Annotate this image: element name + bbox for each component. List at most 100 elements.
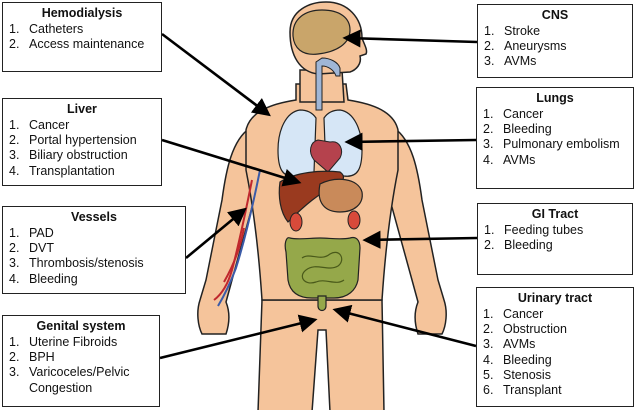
arrows	[159, 29, 478, 360]
item-number: 3.	[9, 256, 20, 271]
item-number: 2.	[9, 350, 20, 365]
list-item: 4. Bleeding	[9, 272, 179, 287]
list-item: 2. BPH	[9, 350, 153, 365]
item-list: 1. Stroke 2.Aneurysms 3. AVMs	[484, 24, 626, 70]
item-list: 1. Feeding tubes 2.Bleeding	[484, 223, 626, 253]
list-item: 3. AVMs	[483, 337, 627, 352]
item-text: Transplant	[503, 383, 562, 398]
list-item: 2.Bleeding	[484, 238, 626, 253]
arrow-lungs	[344, 132, 477, 151]
item-number: 2.	[9, 37, 20, 52]
arm-vessels	[213, 169, 261, 307]
item-number: 3.	[484, 54, 495, 69]
list-item: 1. Cancer	[483, 307, 627, 322]
item-text: AVMs	[503, 337, 536, 352]
item-list: 1. Uterine Fibroids 2. BPH 3. Varicoceles/P…	[9, 335, 153, 396]
item-number: 1.	[484, 223, 495, 237]
box-title: Lungs	[536, 91, 574, 105]
item-text: Bleeding	[503, 122, 552, 137]
genital-system-box: Genital system 1. Uterine Fibroids 2. BPH …	[2, 315, 160, 407]
item-text: Bleeding	[29, 271, 78, 286]
item-number: 2.	[9, 133, 20, 148]
arrow-vessels	[185, 207, 247, 260]
item-text: PAD	[29, 226, 54, 240]
box-title: Genital system	[36, 319, 126, 333]
item-text: Portal hypertension	[29, 133, 137, 148]
item-number: 3.	[9, 365, 20, 380]
item-number: 4.	[483, 352, 494, 367]
list-item: 1. Feeding tubes	[484, 223, 626, 238]
item-text: Cancer	[503, 307, 544, 321]
trachea	[315, 57, 341, 111]
arrow-liver	[161, 138, 302, 187]
item-number: 4.	[483, 152, 494, 167]
item-text: Feeding tubes	[504, 223, 584, 237]
box-title: CNS	[541, 8, 569, 22]
item-text: Cancer	[503, 107, 544, 121]
item-number: 1.	[9, 226, 20, 240]
vessels-box: Vessels 1.PAD 2.DVT 3.Thrombosis/stenosi…	[2, 206, 186, 294]
item-text: AVMs	[504, 54, 537, 69]
item-number: 1.	[483, 307, 494, 321]
item-text: BPH	[29, 350, 55, 365]
list-item: 6.Transplant	[483, 383, 627, 398]
box-title: Vessels	[71, 210, 117, 224]
item-text: Stroke	[504, 24, 541, 38]
item-list: 1. Cancer 2. Portal hypertension 3.Biliary…	[9, 118, 155, 179]
item-number: 2.	[484, 39, 495, 54]
cns-box: CNS 1. Stroke 2.Aneurysms 3. AVMs	[477, 4, 633, 78]
hemodialysis-box: Hemodialysis 1.Catheters 2.Access mainte…	[2, 2, 162, 72]
list-item: 1. Cancer	[9, 118, 155, 133]
list-item: 2.Bleeding	[483, 122, 627, 137]
item-text: Varicoceles/Pelvic Congestion	[29, 365, 130, 395]
item-number: 3.	[9, 148, 20, 163]
item-number: 1.	[9, 118, 20, 132]
list-item: 2.Obstruction	[483, 322, 627, 337]
item-list: 1.Cancer 2.Bleeding 3.Pulmonary embolism…	[483, 107, 627, 168]
item-list: 1.PAD 2.DVT 3.Thrombosis/stenosis 4.Blee…	[9, 226, 179, 287]
item-text: Access maintenance	[29, 37, 145, 52]
item-text: Uterine Fibroids	[29, 335, 118, 349]
item-list: 1. Cancer 2.Obstruction 3. AVMs 4. Bleeding…	[483, 307, 627, 398]
liver-box: Liver 1.Cancer 2.Portal hypertension 3.B…	[2, 98, 162, 186]
vein	[217, 169, 261, 307]
arrow-hemodialysis	[161, 32, 271, 117]
arrow-cns	[342, 29, 478, 48]
list-item: 3.Biliary obstruction	[9, 148, 155, 163]
list-item: 1. PAD	[9, 226, 179, 241]
item-text: AVMs	[503, 152, 536, 167]
item-text: Bleeding	[504, 238, 553, 253]
item-list: 1.Catheters 2. Access maintenance	[9, 22, 155, 52]
item-number: 1.	[9, 22, 20, 36]
item-number: 1.	[484, 24, 495, 38]
small-intestine	[301, 251, 345, 284]
item-number: 3.	[483, 137, 494, 152]
item-number: 1.	[9, 335, 20, 349]
item-number: 5.	[483, 367, 494, 382]
item-number: 3.	[483, 337, 494, 352]
item-text: Thrombosis/stenosis	[29, 256, 144, 271]
list-item: 3. Varicoceles/Pelvic Congestion	[9, 365, 153, 395]
arrow-urinary	[332, 304, 477, 348]
box-title: Urinary tract	[517, 291, 593, 305]
gi-tract-box: GI Tract 1.Feeding tubes 2.Bleeding	[477, 203, 633, 275]
list-item: 4.Transplantation	[9, 164, 155, 179]
list-item: 4. AVMs	[483, 153, 627, 168]
item-text: Bleeding	[503, 352, 552, 367]
item-text: Stenosis	[503, 367, 551, 382]
arrow-gi	[362, 230, 478, 249]
item-number: 2.	[9, 241, 20, 256]
item-text: Cancer	[29, 118, 70, 132]
item-number: 1.	[483, 107, 494, 121]
vessel-branch	[223, 227, 245, 283]
list-item: 2.Aneurysms	[484, 39, 626, 54]
item-number: 4.	[9, 271, 20, 286]
list-item: 4. Bleeding	[483, 353, 627, 368]
list-item: 5. Stenosis	[483, 368, 627, 383]
lungs-box: Lungs 1.Cancer 2.Bleeding 3.Pulmonary em…	[476, 87, 634, 189]
list-item: 1.Catheters	[9, 22, 155, 37]
heart	[310, 139, 343, 173]
right-kidney	[347, 210, 361, 230]
item-text: Obstruction	[503, 322, 567, 337]
list-item: 1. Uterine Fibroids	[9, 335, 153, 350]
